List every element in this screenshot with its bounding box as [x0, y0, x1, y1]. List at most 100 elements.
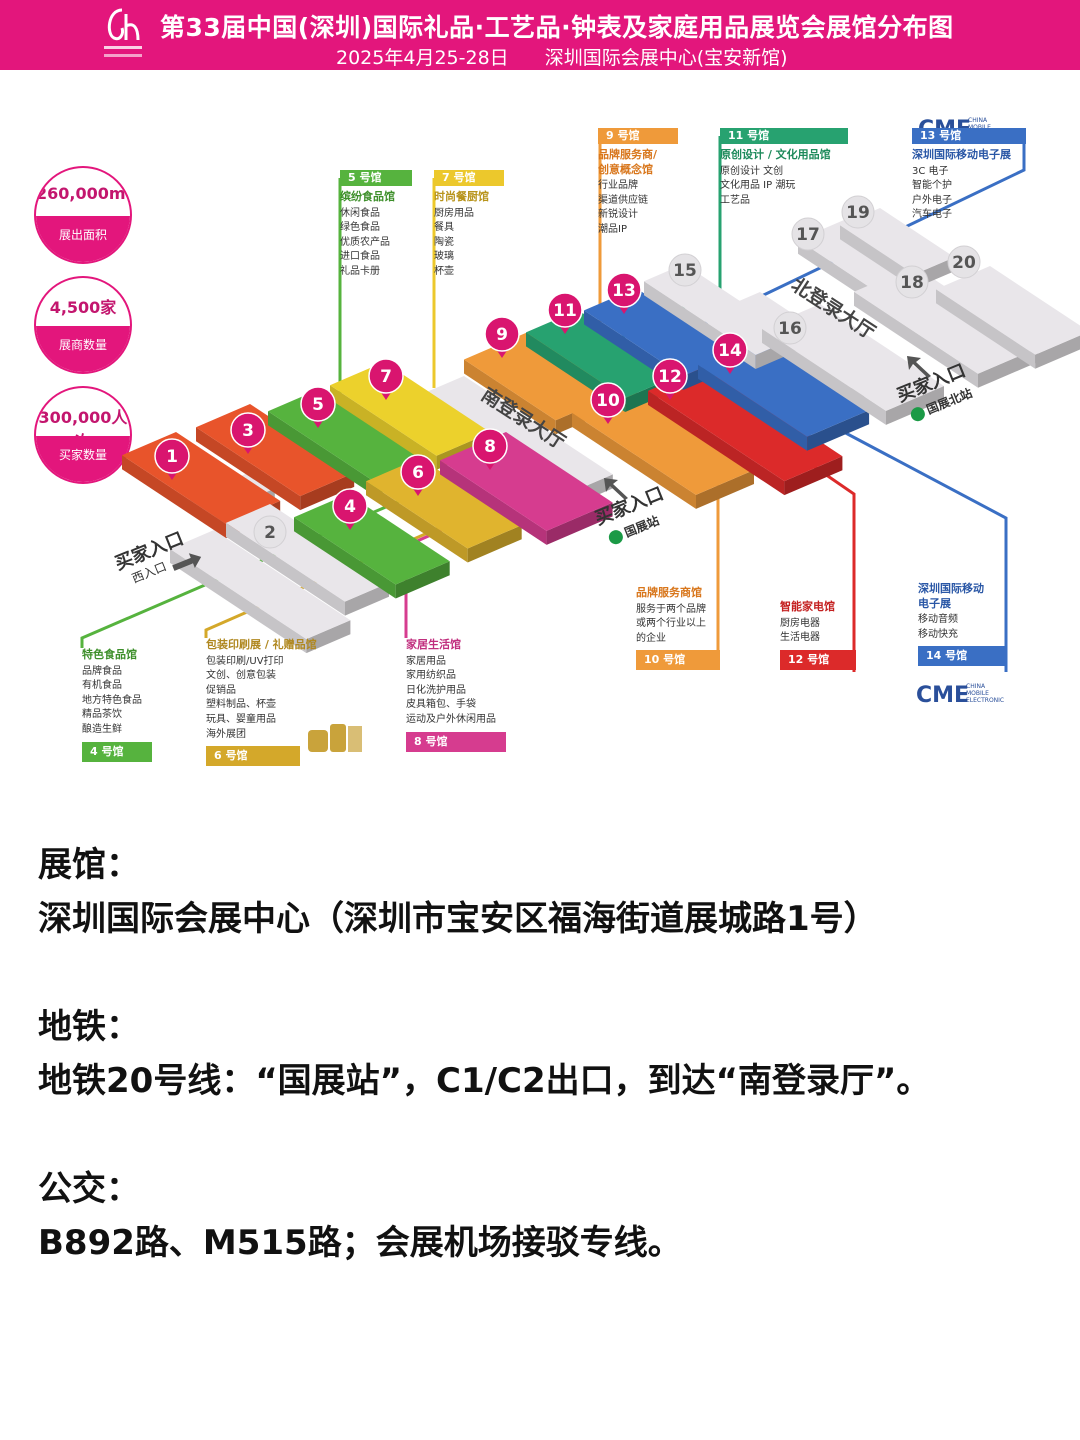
hall-14-front: [698, 364, 808, 451]
header-banner: 第33届中国(深圳)国际礼品·工艺品·钟表及家庭用品展览会展馆分布图 2025年…: [0, 0, 1080, 70]
stat-value: 260,000m²: [36, 184, 132, 203]
hall-marker-5[interactable]: 5: [300, 386, 336, 428]
callout-item: 玻璃: [434, 251, 454, 263]
location-pin-icon: [253, 515, 287, 549]
hall-marker-8[interactable]: 8: [472, 428, 508, 470]
location-pin-icon: [332, 488, 368, 524]
callout-item: 杯壶: [434, 265, 454, 277]
metro-directions: 地铁20号线：“国展站”，C1/C2出口，到达“南登录厅”。: [38, 1061, 931, 1101]
callout-item: 包装印刷/UV打印: [206, 655, 284, 667]
hall-3-side: [300, 472, 355, 511]
metro-label: 地铁：: [38, 1007, 140, 1047]
hall-marker-17[interactable]: 17: [791, 217, 825, 251]
hall-marker-7[interactable]: 7: [368, 358, 404, 400]
callout-hall-4: 特色食品馆 品牌食品 有机食品 地方特色食品 精品茶饮 酿造生鲜 4 号馆: [82, 648, 152, 762]
hall-number: 12: [658, 367, 682, 387]
callout-hall-5: 5 号馆 缤纷食品馆 休闲食品 绿色食品 优质农产品 进口食品 礼品卡册: [340, 170, 412, 280]
callout-hall-8: 家居生活馆 家居用品 家用纺织品 日化洗护用品 皮具箱包、手袋 运动及户外休闲用…: [406, 638, 506, 752]
callout-item: 运动及户外休闲用品: [406, 713, 496, 725]
hall-marker-11[interactable]: 11: [547, 292, 583, 334]
event-venue: 深圳国际会展中心(宝安新馆): [544, 47, 788, 69]
corridor-south-lobby-top: [426, 376, 613, 491]
hall-number: 2: [264, 523, 276, 543]
callout-header: 11 号馆: [720, 128, 848, 144]
hall-marker-15[interactable]: 15: [668, 253, 702, 287]
location-pin-icon: [791, 217, 825, 251]
hall-marker-12[interactable]: 12: [652, 358, 688, 400]
hall-marker-9[interactable]: 9: [484, 316, 520, 358]
callout-item: 移动快充: [918, 628, 958, 640]
hall-marker-16[interactable]: 16: [773, 311, 807, 345]
callout-item: 或两个行业以上: [636, 618, 706, 630]
hall-1-front: [122, 455, 227, 539]
hall-marker-3[interactable]: 3: [230, 412, 266, 454]
callout-hall-14: 深圳国际移动 电子展 移动音频 移动快充 14 号馆: [918, 582, 1006, 667]
callout-item: 进口食品: [340, 251, 380, 263]
hall-marker-1[interactable]: 1: [154, 438, 190, 480]
hall-marker-14[interactable]: 14: [712, 332, 748, 374]
hall-marker-18[interactable]: 18: [895, 265, 929, 299]
stat-area: 260,000m² 展出面积: [34, 166, 132, 264]
callout-item: 渠道供应链: [598, 194, 648, 206]
hall-marker-13[interactable]: 13: [606, 272, 642, 314]
hall-marker-4[interactable]: 4: [332, 488, 368, 530]
callout-title: 深圳国际移动电子展: [912, 148, 1011, 161]
callout-item: 玩具、婴童用品: [206, 713, 276, 725]
callout-header: 5 号馆: [340, 170, 412, 186]
metro-icon: [910, 407, 925, 422]
hall-10-front: [572, 412, 696, 509]
hall-marker-19[interactable]: 19: [841, 195, 875, 229]
location-pin-icon: [154, 438, 190, 474]
bus-label: 公交：: [38, 1169, 140, 1209]
hall-7-front: [330, 385, 437, 470]
location-pin-icon: [368, 358, 404, 394]
location-pin-icon: [652, 358, 688, 394]
location-pin-icon: [547, 292, 583, 328]
hall-10-side: [696, 470, 754, 509]
hall-marker-6[interactable]: 6: [400, 454, 436, 496]
hall-marker-20[interactable]: 20: [947, 245, 981, 279]
hall-number: 5: [312, 395, 324, 415]
callout-item: 的企业: [636, 632, 666, 644]
hall-number: 8: [484, 437, 496, 457]
hall-number: 19: [846, 203, 870, 223]
callout-item: 厨房用品: [434, 207, 474, 219]
callout-title: 时尚餐厨馆: [434, 190, 489, 203]
hall-18-front: [854, 291, 978, 388]
hall-marker-2[interactable]: 2: [253, 515, 287, 549]
location-pin-icon: [606, 272, 642, 308]
hall-number: 3: [242, 421, 254, 441]
callout-hall-12: 智能家电馆 厨房电器 生活电器 12 号馆: [780, 600, 856, 670]
cme-logo-bottom: CME CHINA MOBILE ELECTRONIC: [916, 683, 1004, 708]
callout-title: 品牌服务商馆: [636, 586, 702, 599]
hall-8-front: [440, 460, 547, 545]
hall-number: 6: [412, 463, 424, 483]
hall-marker-10[interactable]: 10: [590, 382, 626, 424]
callout-header: 9 号馆: [598, 128, 678, 144]
stat-exhibitors: 4,500家 展商数量: [34, 276, 132, 374]
callout-footer: 12 号馆: [780, 649, 856, 670]
venue-info: 展馆： 深圳国际会展中心（深圳市宝安区福海街道展城路1号） 地铁： 地铁20号线…: [38, 838, 1048, 1270]
callout-item: 绿色食品: [340, 222, 380, 234]
header-subtitle: 2025年4月25-28日 深圳国际会展中心(宝安新馆): [336, 43, 818, 70]
callout-footer: 8 号馆: [406, 731, 506, 752]
cme-logo-text: CHINA: [966, 683, 986, 690]
hall-20-side: [1035, 335, 1080, 369]
callout-title: 电子展: [918, 596, 951, 610]
location-pin-icon: [590, 382, 626, 418]
hall-20-front: [936, 289, 1036, 369]
callout-item: 厨房电器: [780, 617, 820, 629]
callout-title: 家居生活馆: [406, 638, 461, 651]
callout-item: 移动音频: [918, 614, 958, 626]
callout-item: 礼品卡册: [340, 265, 380, 277]
callout-title: 深圳国际移动: [918, 582, 984, 595]
hall-number: 1: [166, 447, 178, 467]
callout-item: 3C 电子: [912, 165, 949, 177]
location-pin-icon: [895, 265, 929, 299]
cme-logo-text: MOBILE: [968, 124, 991, 131]
callout-item: 家居用品: [406, 655, 446, 667]
location-pin-icon: [773, 311, 807, 345]
hall-6-side: [467, 525, 522, 563]
hall-number: 18: [900, 273, 924, 293]
cme-logo-text: ELECTRONIC: [966, 697, 1004, 704]
